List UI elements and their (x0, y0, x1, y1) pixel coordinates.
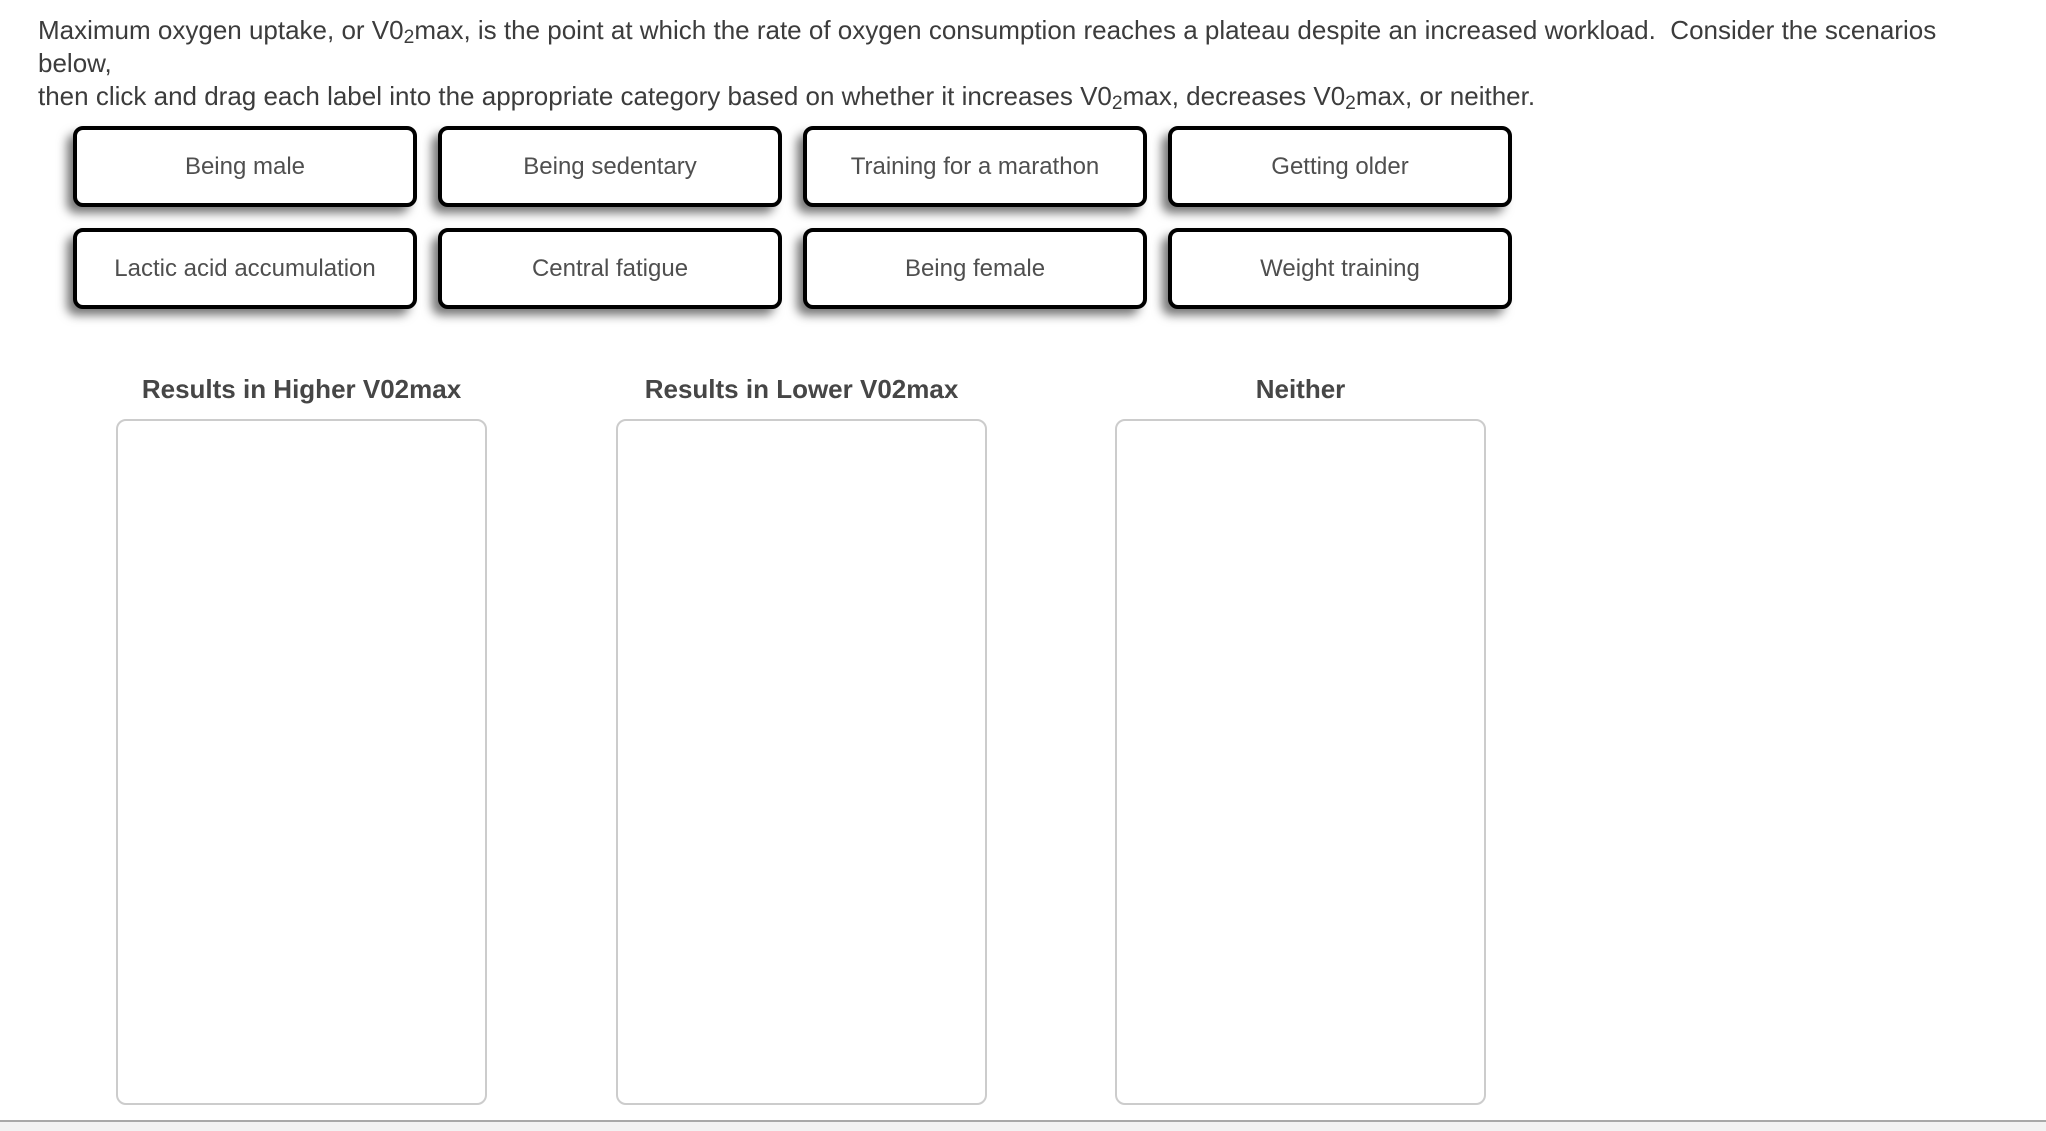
drag-label-getting-older[interactable]: Getting older (1168, 126, 1512, 207)
category-title-lower-vo2max: Results in Lower V02max (644, 374, 959, 404)
drag-label-training-for-a-marathon[interactable]: Training for a marathon (803, 126, 1147, 207)
drag-label-weight-training[interactable]: Weight training (1168, 228, 1512, 309)
drag-label-lactic-acid-accumulation[interactable]: Lactic acid accumulation (73, 228, 417, 309)
category-neither: Neither (1115, 376, 1486, 1105)
dropzone-neither[interactable] (1115, 419, 1486, 1105)
bottom-divider (0, 1120, 2046, 1122)
category-title-higher-vo2max: Results in Higher V02max (141, 374, 462, 404)
bottom-strip (0, 1122, 2046, 1131)
category-lower-vo2max: Results in Lower V02max (616, 376, 987, 1105)
instructions: Maximum oxygen uptake, or V02max, is the… (38, 14, 2016, 113)
drag-label-being-sedentary[interactable]: Being sedentary (438, 126, 782, 207)
instructions-line-1: Maximum oxygen uptake, or V02max, is the… (38, 15, 1944, 78)
dropzone-lower-vo2max[interactable] (616, 419, 987, 1105)
drag-label-being-male[interactable]: Being male (73, 126, 417, 207)
label-bank: Being male Being sedentary Training for … (73, 126, 1512, 309)
category-title-neither: Neither (1255, 374, 1346, 404)
drag-label-central-fatigue[interactable]: Central fatigue (438, 228, 782, 309)
category-higher-vo2max: Results in Higher V02max (116, 376, 487, 1105)
instructions-line-2: then click and drag each label into the … (38, 81, 1536, 115)
drag-label-being-female[interactable]: Being female (803, 228, 1147, 309)
dropzone-higher-vo2max[interactable] (116, 419, 487, 1105)
